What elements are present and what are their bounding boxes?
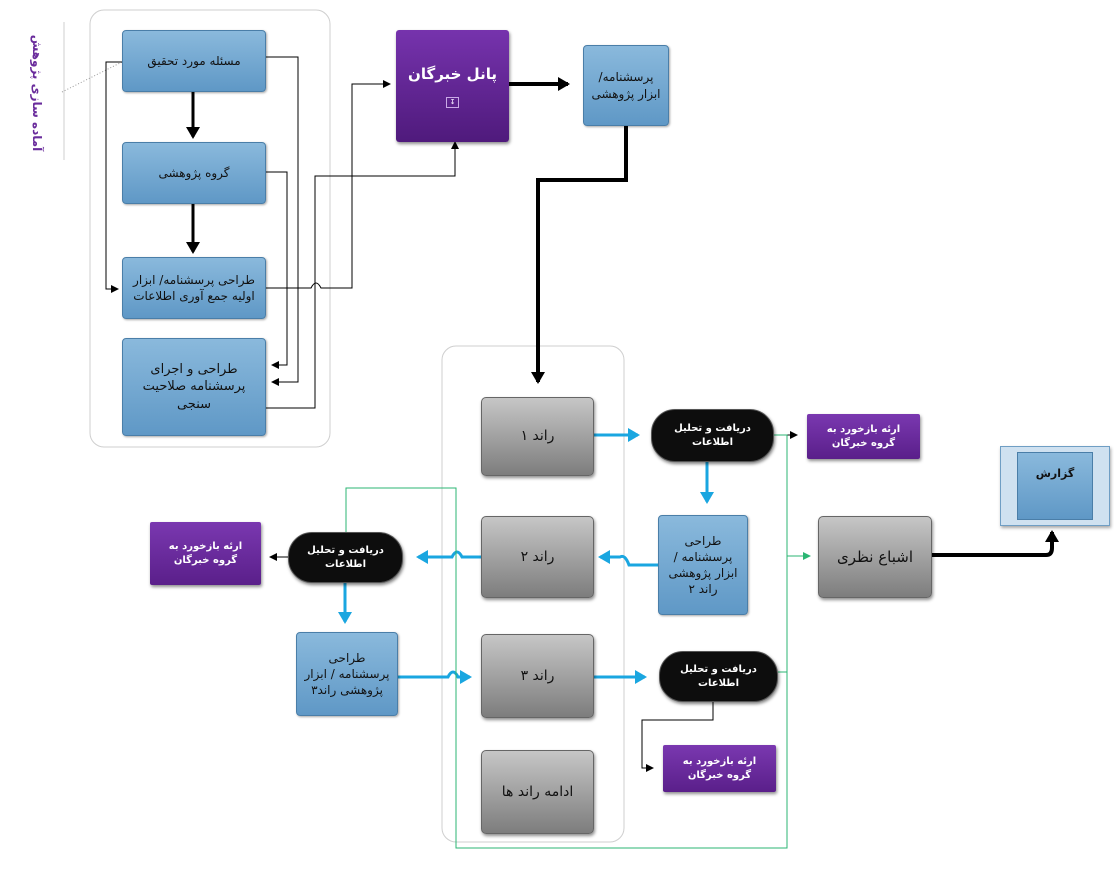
- side-label-text: آماده سازی پژوهش: [30, 34, 44, 152]
- feedback-3-box[interactable]: ارئه بازخورد به گروه خبرگان: [663, 745, 776, 792]
- analysis-1-label: دریافت و تحلیل اطلاعات: [674, 423, 751, 448]
- rounds-group-frame: [441, 345, 625, 843]
- analysis-3-pill[interactable]: دریافت و تحلیل اطلاعات: [659, 651, 778, 702]
- round-3-box[interactable]: راند ۳: [481, 634, 594, 718]
- expert-panel-box[interactable]: پانل خبرگان ↧: [396, 30, 509, 142]
- wire-design-to-panel: [266, 80, 391, 289]
- analysis-2-pill[interactable]: دریافت و تحلیل اطلاعات: [288, 532, 403, 583]
- continue-rounds-box[interactable]: ادامه راند ها: [481, 750, 594, 834]
- design-instrument-label: طراحی پرسشنامه/ ابزار اولیه جمع آوری اطل…: [133, 272, 255, 303]
- continue-rounds-label: ادامه راند ها: [501, 783, 574, 800]
- validation-box[interactable]: طراحی و اجرای پرسشنامه صلاحیت سنجی: [122, 338, 266, 436]
- round-2-box[interactable]: راند ۲: [481, 516, 594, 598]
- loop-analysis1-to-saturation: [774, 434, 811, 560]
- arrow-design-r2-to-round2: [598, 550, 658, 567]
- round-1-box[interactable]: راند ۱: [481, 397, 594, 476]
- arrow-design-r3-to-round3: [398, 670, 472, 684]
- prep-group-frame: [89, 9, 331, 448]
- design-round-2-label: طراحی پرسشنامه / ابزار پژوهشی راند ۲: [668, 533, 738, 597]
- questionnaire-label: پرسشنامه/ ابزار پژوهشی: [591, 70, 661, 101]
- loop-analysis3-to-saturation: [778, 556, 788, 673]
- report-box[interactable]: گزارش: [1000, 446, 1110, 526]
- saturation-box[interactable]: اشباع نظری: [818, 516, 932, 598]
- team-label: گروه پژوهشی: [158, 165, 230, 180]
- feedback-1-label: ارئه بازخورد به گروه خبرگان: [826, 424, 901, 449]
- expert-panel-label: پانل خبرگان: [408, 65, 497, 84]
- feedback-3-label: ارئه بازخورد به گروه خبرگان: [682, 756, 757, 781]
- wire-team-to-validation: [266, 171, 288, 369]
- round-2-label: راند ۲: [520, 548, 555, 565]
- wire-analysis3-to-feedback3: [641, 702, 714, 772]
- team-box[interactable]: گروه پژوهشی: [122, 142, 266, 204]
- feedback-2-label: ارئه بازخورد به گروه خبرگان: [168, 541, 243, 566]
- wire-problem-to-validation: [266, 56, 299, 386]
- wire-problem-to-design: [105, 61, 122, 293]
- design-round-3-label: طراحی پرسشنامه / ابزار پژوهشی راند۳: [304, 650, 390, 698]
- side-label-prep: آماده سازی پژوهش: [14, 35, 60, 152]
- feedback-2-box[interactable]: ارئه بازخورد به گروه خبرگان: [150, 522, 261, 585]
- download-icon: ↧: [446, 96, 459, 108]
- design-round-3-box[interactable]: طراحی پرسشنامه / ابزار پژوهشی راند۳: [296, 632, 398, 716]
- problem-box[interactable]: مسئله مورد تحقیق: [122, 30, 266, 92]
- round-1-label: راند ۱: [520, 428, 555, 445]
- analysis-1-pill[interactable]: دریافت و تحلیل اطلاعات: [651, 409, 774, 462]
- validation-label: طراحی و اجرای پرسشنامه صلاحیت سنجی: [142, 361, 246, 412]
- arrow-questionnaire-to-round1: [531, 126, 628, 384]
- arrow-saturation-to-report: [932, 530, 1059, 557]
- report-inner-panel: گزارش: [1017, 452, 1093, 520]
- analysis-2-label: دریافت و تحلیل اطلاعات: [307, 545, 384, 570]
- questionnaire-box[interactable]: پرسشنامه/ ابزار پژوهشی: [583, 45, 669, 126]
- round-3-label: راند ۳: [520, 667, 555, 684]
- report-label: گزارش: [1035, 467, 1075, 480]
- side-label-leader: [61, 61, 123, 93]
- saturation-label: اشباع نظری: [836, 547, 914, 566]
- wire-validation-to-panel: [266, 141, 459, 409]
- design-round-2-box[interactable]: طراحی پرسشنامه / ابزار پژوهشی راند ۲: [658, 515, 748, 615]
- loop-outer-return: [345, 487, 788, 849]
- analysis-3-label: دریافت و تحلیل اطلاعات: [680, 664, 757, 689]
- arrow-round2-to-analysis2: [416, 550, 481, 564]
- feedback-1-box[interactable]: ارئه بازخورد به گروه خبرگان: [807, 414, 920, 459]
- problem-label: مسئله مورد تحقیق: [147, 53, 241, 68]
- design-instrument-box[interactable]: طراحی پرسشنامه/ ابزار اولیه جمع آوری اطل…: [122, 257, 266, 319]
